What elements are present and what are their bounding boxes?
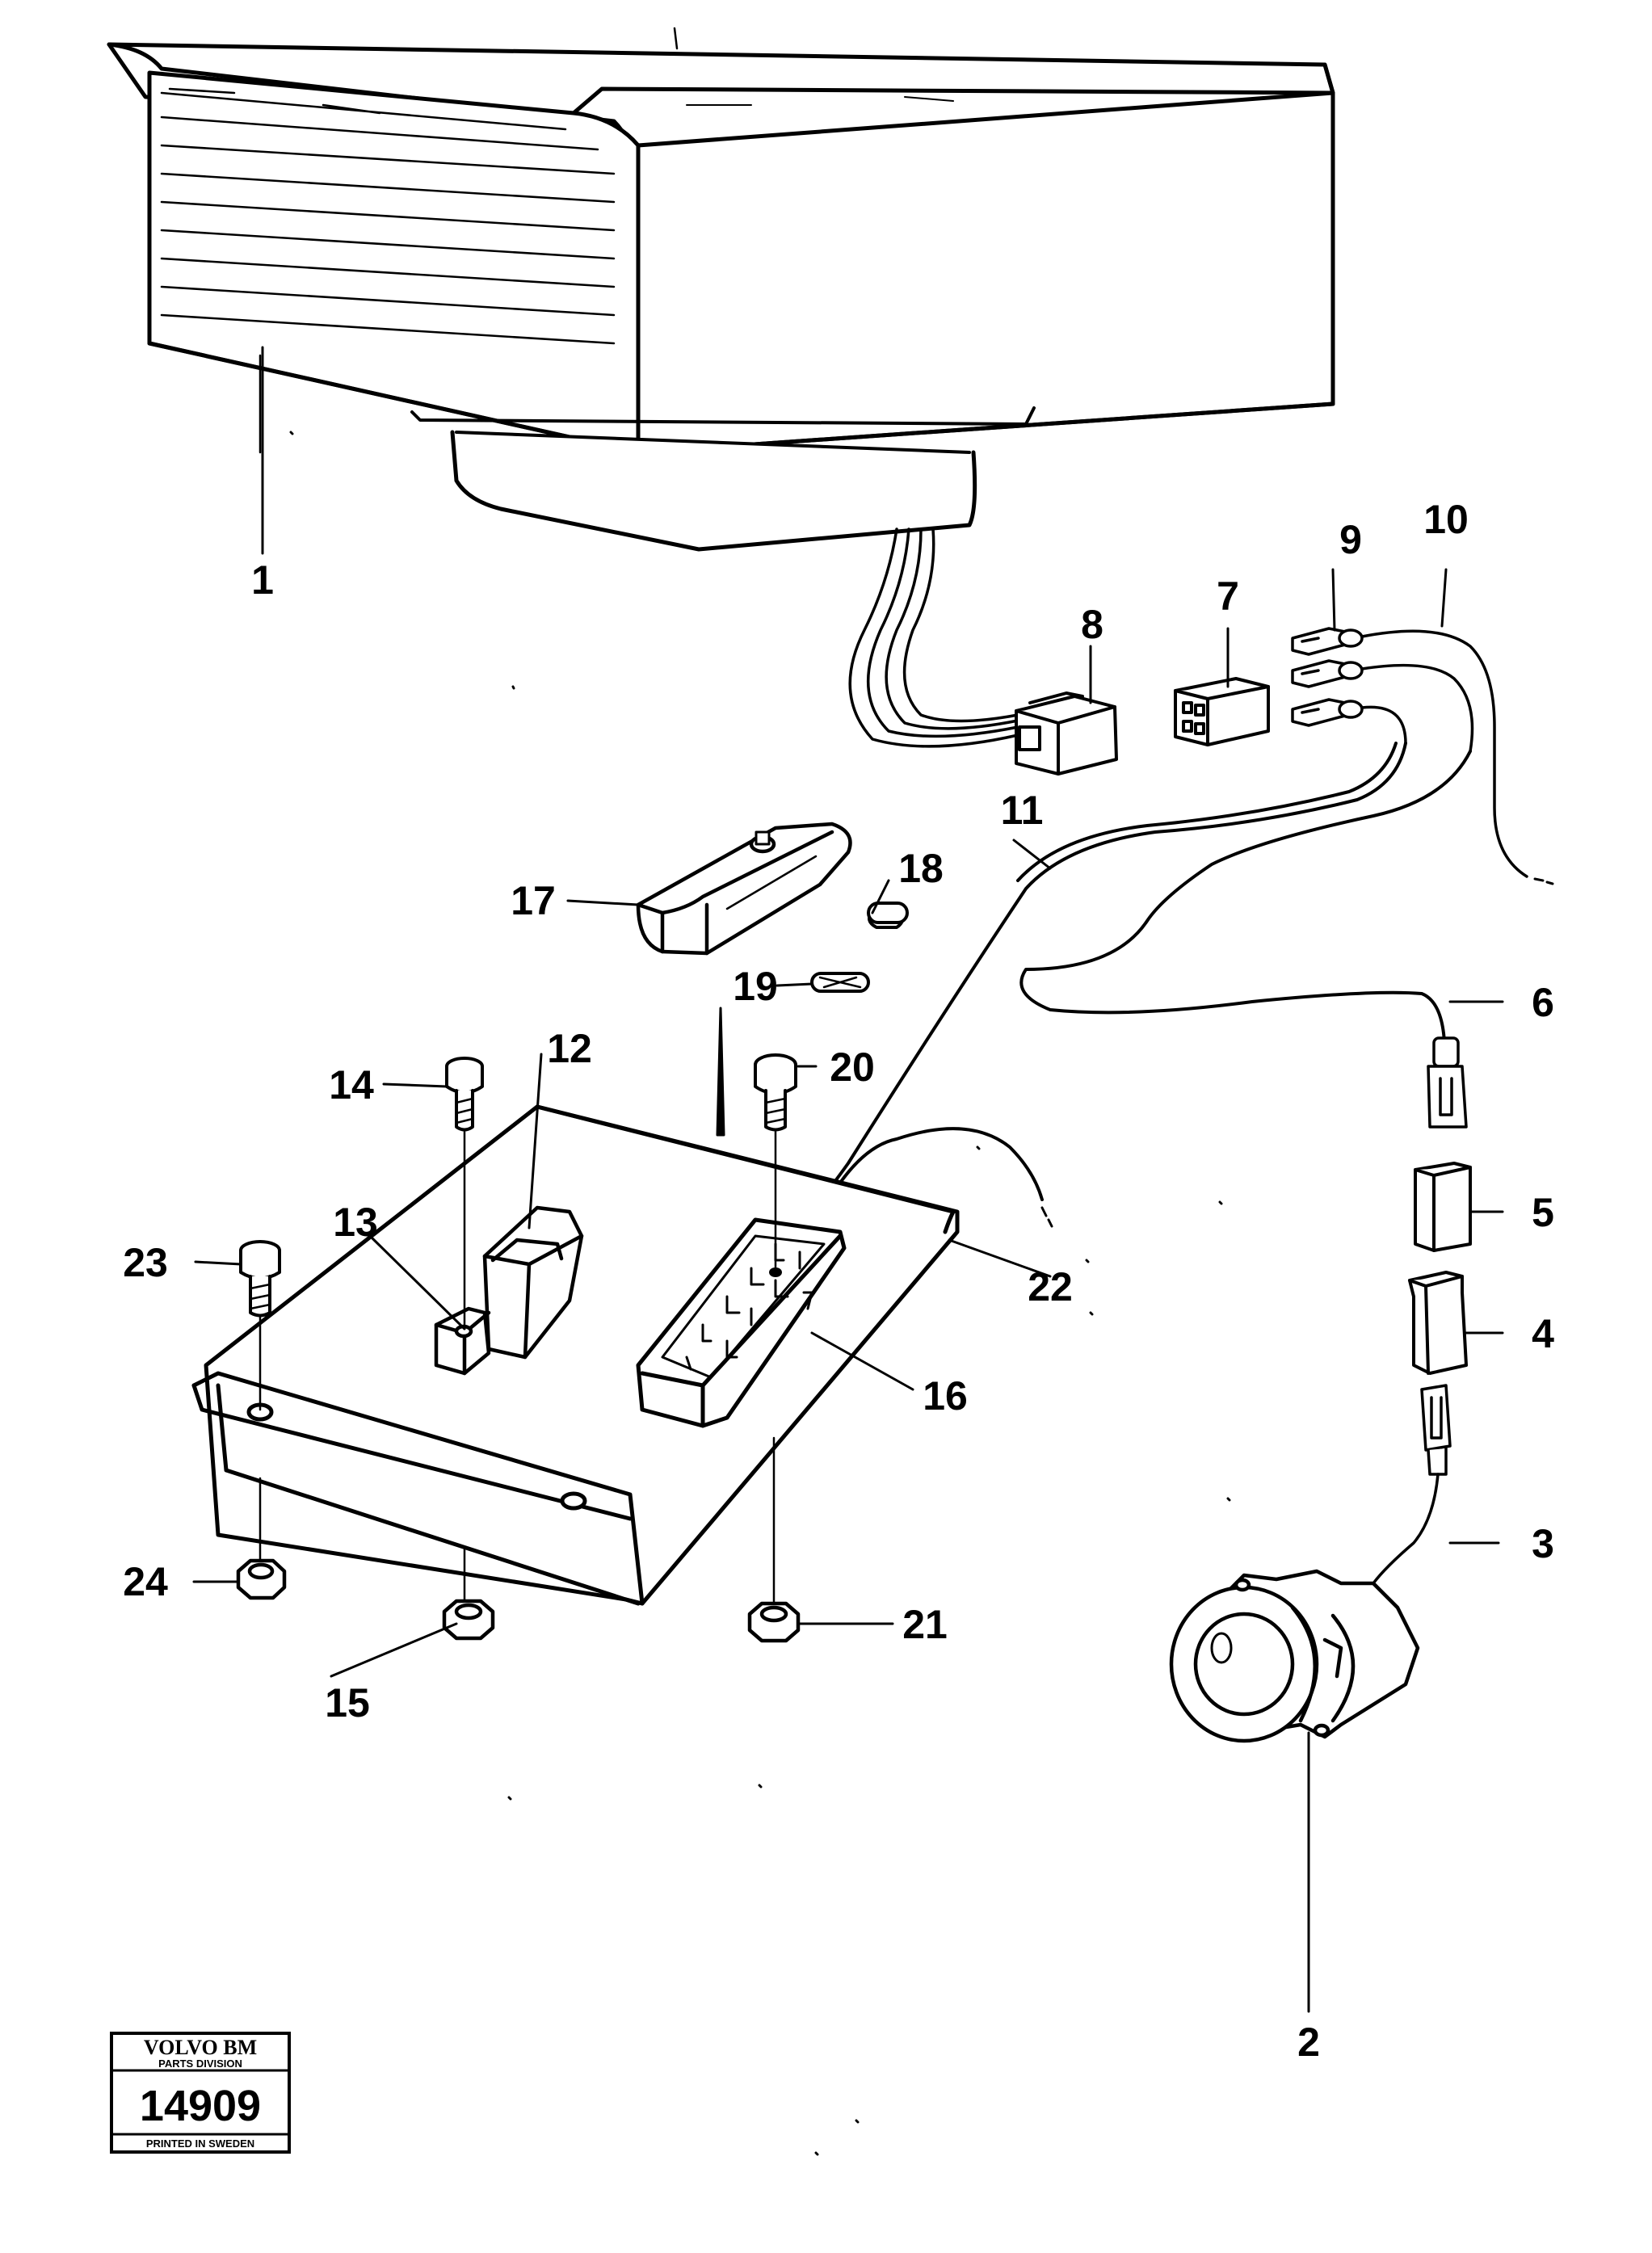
stamp-division: PARTS DIVISION bbox=[158, 2058, 242, 2070]
terminal-6 bbox=[1427, 1036, 1468, 1129]
callout-23: 23 bbox=[123, 1240, 168, 1285]
relay-12 bbox=[482, 1205, 584, 1360]
callout-16: 16 bbox=[923, 1373, 968, 1419]
callout-18: 18 bbox=[898, 846, 944, 891]
callout-12: 12 bbox=[547, 1026, 592, 1071]
fuse-19 bbox=[810, 972, 870, 993]
bracket-13 bbox=[434, 1306, 491, 1376]
callout-8: 8 bbox=[1081, 602, 1103, 647]
nut-24 bbox=[236, 1558, 287, 1600]
callout-10: 10 bbox=[1423, 497, 1469, 542]
callout-1: 1 bbox=[251, 557, 274, 603]
callout-19: 19 bbox=[733, 964, 778, 1009]
compressor-2 bbox=[1169, 1569, 1420, 1743]
callout-15: 15 bbox=[325, 1680, 370, 1725]
callout-4: 4 bbox=[1532, 1311, 1554, 1356]
wire-11 bbox=[798, 742, 1472, 1228]
pin bbox=[716, 1007, 725, 1137]
volvo-bm-stamp: VOLVO BM PARTS DIVISION 14909 PRINTED IN… bbox=[110, 2032, 291, 2154]
callout-6: 6 bbox=[1532, 980, 1554, 1025]
callout-14: 14 bbox=[329, 1062, 374, 1108]
callout-13: 13 bbox=[333, 1200, 378, 1245]
screw-14 bbox=[445, 1057, 484, 1132]
fuse-box-16 bbox=[636, 1217, 847, 1428]
screw-23 bbox=[239, 1240, 281, 1318]
callout-7: 7 bbox=[1217, 574, 1239, 619]
callout-24: 24 bbox=[123, 1559, 168, 1604]
screw-20 bbox=[754, 1053, 797, 1132]
nut-15 bbox=[442, 1599, 495, 1641]
cable-3 bbox=[1372, 1384, 1452, 1585]
sleeve-5 bbox=[1414, 1162, 1472, 1252]
sleeve-4 bbox=[1408, 1271, 1468, 1375]
callout-2: 2 bbox=[1297, 2020, 1320, 2065]
stamp-number: 14909 bbox=[140, 2082, 261, 2130]
nut-21 bbox=[747, 1601, 801, 1643]
leader-lines bbox=[192, 346, 1504, 2013]
connector-8 bbox=[1015, 691, 1118, 776]
callout-22: 22 bbox=[1028, 1264, 1073, 1309]
terminals-9 bbox=[1291, 627, 1364, 727]
unit-harness bbox=[848, 528, 1019, 748]
assembly-lines bbox=[259, 354, 777, 1605]
stamp-printed: PRINTED IN SWEDEN bbox=[146, 2137, 254, 2150]
speckles bbox=[289, 431, 1231, 2156]
fuse-18 bbox=[867, 902, 909, 929]
stamp-brand: VOLVO BM bbox=[144, 2036, 257, 2059]
base-plate-22 bbox=[191, 1104, 960, 1606]
callout-11: 11 bbox=[1001, 788, 1044, 833]
callout-9: 9 bbox=[1339, 517, 1362, 562]
callout-5: 5 bbox=[1532, 1190, 1554, 1235]
callout-labels: 1 2 3 4 5 6 7 8 9 10 11 12 13 14 15 16 1… bbox=[123, 497, 1554, 2065]
wire-10 bbox=[1360, 629, 1554, 885]
callout-21: 21 bbox=[902, 1602, 948, 1647]
connector-7 bbox=[1174, 677, 1270, 746]
ac-unit bbox=[107, 27, 1335, 552]
callout-3: 3 bbox=[1532, 1521, 1554, 1566]
callout-20: 20 bbox=[830, 1045, 875, 1090]
callout-17: 17 bbox=[511, 878, 556, 923]
cover-17 bbox=[636, 822, 852, 956]
